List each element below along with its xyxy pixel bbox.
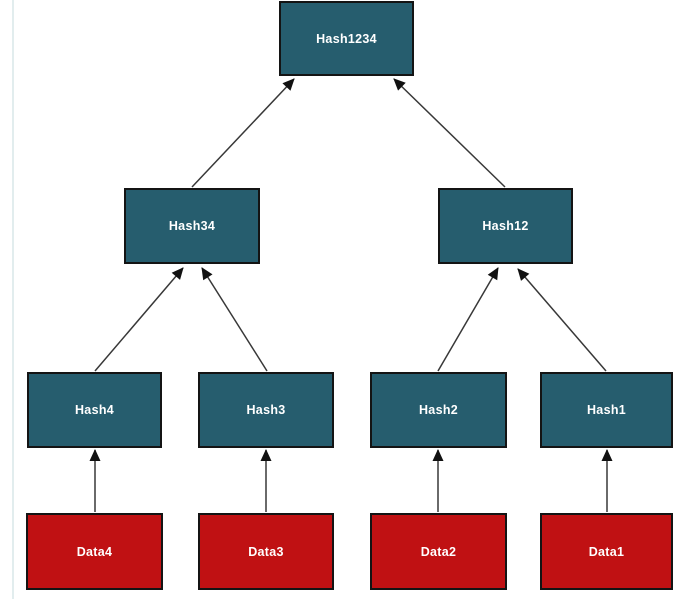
arrow-hash2-to-hash12 [437, 267, 499, 372]
node-label-hash1234: Hash1234 [316, 31, 377, 46]
arrow-hash34-to-hash1234 [191, 78, 295, 188]
node-data3: Data3 [198, 513, 334, 590]
node-label-hash3: Hash3 [246, 403, 286, 417]
arrow-hash1-to-hash12 [517, 268, 607, 372]
node-hash2: Hash2 [370, 372, 507, 448]
node-label-hash1: Hash1 [586, 403, 627, 417]
node-label-hash4: Hash4 [74, 403, 115, 417]
node-label-data4: Data4 [76, 544, 113, 559]
node-label-data1: Data1 [588, 544, 625, 559]
node-label-hash34: Hash34 [168, 219, 216, 233]
arrow-hash4-to-hash34 [94, 267, 184, 372]
page-edge-line [12, 0, 14, 599]
node-label-hash2: Hash2 [418, 403, 459, 417]
arrow-hash12-to-hash1234 [393, 78, 506, 188]
node-data4: Data4 [26, 513, 163, 590]
node-hash34: Hash34 [124, 188, 260, 264]
node-data2: Data2 [370, 513, 507, 590]
node-label-hash12: Hash12 [482, 219, 529, 233]
node-hash3: Hash3 [198, 372, 334, 448]
node-hash1234: Hash1234 [279, 1, 414, 76]
node-hash1: Hash1 [540, 372, 673, 448]
node-label-data3: Data3 [248, 544, 284, 559]
node-hash12: Hash12 [438, 188, 573, 264]
node-label-data2: Data2 [420, 544, 457, 559]
arrow-hash3-to-hash34 [201, 267, 268, 372]
node-data1: Data1 [540, 513, 673, 590]
node-hash4: Hash4 [27, 372, 162, 448]
